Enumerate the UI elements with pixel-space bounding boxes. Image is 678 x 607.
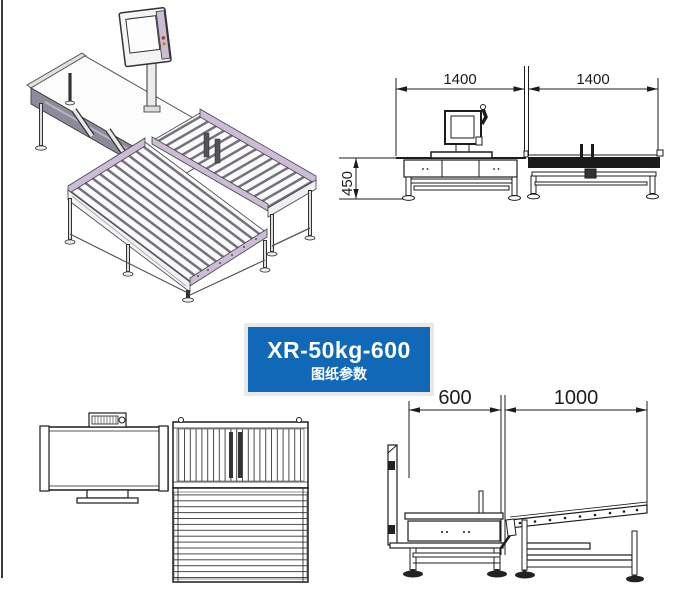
dim-label-1400-left: 1400	[443, 71, 476, 88]
roller-deck-b	[64, 137, 271, 303]
roller-end-bolts	[518, 508, 639, 525]
dimension-450: 450	[339, 157, 403, 200]
plan-pedestal	[76, 489, 139, 504]
side-elevation-view: 1400 1400 450	[339, 66, 664, 201]
dimension-1400-right: 1400	[528, 71, 659, 150]
monitor	[118, 6, 172, 113]
dim-label-1400-right: 1400	[576, 71, 609, 88]
dimension-1000: 1000	[505, 387, 648, 507]
deck-b-rail-bolts	[197, 238, 257, 277]
plan-view	[39, 412, 309, 583]
plan-roller-section	[172, 417, 309, 489]
page-left-border	[1, 0, 3, 578]
stop-post	[214, 138, 221, 164]
model-label: XR-50kg-600 图纸参数	[244, 323, 434, 396]
belt-band	[528, 157, 660, 168]
drive-motor	[584, 168, 597, 179]
deck-a-legs	[266, 190, 316, 257]
deck-b-legs	[64, 198, 271, 303]
inclined-conveyor-end	[499, 501, 648, 583]
dim-label-600: 600	[438, 387, 471, 409]
side-monitor-screen	[450, 115, 475, 139]
model-number: XR-50kg-600	[267, 336, 411, 363]
plan-belt-conveyor	[39, 412, 169, 504]
belt-legs	[35, 73, 75, 151]
checkweigher-side	[396, 104, 526, 201]
roller-conveyor-side	[523, 144, 664, 200]
monitor-screen	[125, 15, 161, 54]
isometric-3d-view	[26, 6, 317, 303]
stop-post	[203, 132, 210, 158]
dim-label-1000: 1000	[554, 387, 599, 409]
roller-deck-a	[151, 108, 317, 257]
model-subtitle: 图纸参数	[311, 366, 367, 383]
monitor-amber-button	[162, 42, 166, 46]
dimension-1400-left: 1400	[395, 66, 529, 156]
checkweigher-end	[387, 444, 507, 578]
plan-reject-conveyor	[172, 487, 309, 583]
tower-lamp	[480, 108, 488, 125]
end-elevation-view: 600 1000	[387, 387, 648, 583]
monitor-red-button	[161, 36, 166, 40]
dimension-600: 600	[408, 387, 506, 555]
dim-label-450: 450	[339, 171, 356, 196]
plan-monitor-mount	[88, 412, 127, 428]
